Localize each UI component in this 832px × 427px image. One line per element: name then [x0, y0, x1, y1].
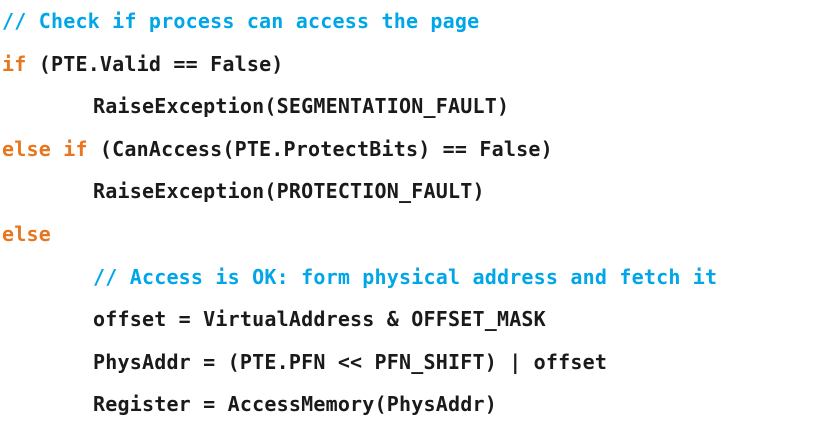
code-token-plain: (PTE.Valid == False) — [26, 51, 284, 76]
code-token-comment: // Access is OK: form physical address a… — [93, 264, 718, 289]
code-token-plain: PhysAddr = (PTE.PFN << PFN_SHIFT) | offs… — [93, 349, 608, 374]
code-line: offset = VirtualAddress & OFFSET_MASK — [0, 298, 832, 341]
code-line: RaiseException(SEGMENTATION_FAULT) — [0, 85, 832, 128]
code-line: else — [0, 213, 832, 256]
code-line: if (PTE.Valid == False) — [0, 43, 832, 86]
code-token-plain: RaiseException(PROTECTION_FAULT) — [93, 179, 485, 204]
code-token-plain: offset = VirtualAddress & OFFSET_MASK — [93, 307, 546, 332]
code-line: // Access is OK: form physical address a… — [0, 256, 832, 299]
code-line: else if (CanAccess(PTE.ProtectBits) == F… — [0, 128, 832, 171]
code-token-comment: // Check if process can access the page — [2, 9, 480, 33]
code-token-plain: RaiseException(SEGMENTATION_FAULT) — [93, 94, 510, 119]
code-line: Register = AccessMemory(PhysAddr) — [0, 383, 832, 426]
code-token-plain: (CanAccess(PTE.ProtectBits) == False) — [87, 136, 553, 161]
code-token-keyword: else — [2, 221, 51, 246]
code-line: RaiseException(PROTECTION_FAULT) — [0, 170, 832, 213]
code-line: PhysAddr = (PTE.PFN << PFN_SHIFT) | offs… — [0, 341, 832, 384]
code-line: // Check if process can access the page — [0, 0, 832, 43]
code-token-plain: Register = AccessMemory(PhysAddr) — [93, 392, 497, 417]
code-token-keyword: else if — [2, 136, 88, 161]
code-token-keyword: if — [2, 51, 27, 76]
